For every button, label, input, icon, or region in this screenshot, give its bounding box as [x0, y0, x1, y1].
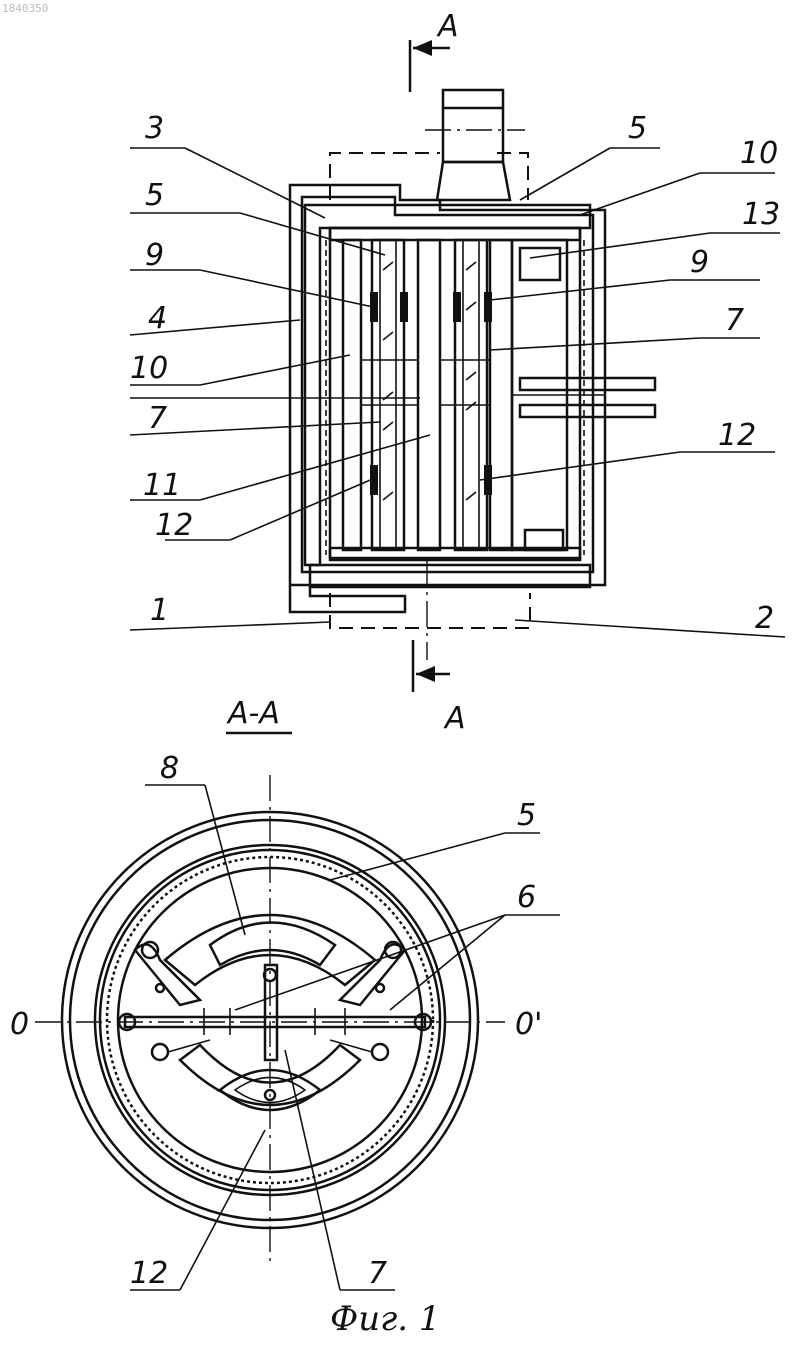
section-mark-top: A — [436, 9, 459, 44]
label-7-section: 7 — [368, 1256, 387, 1291]
label-9-right: 9 — [690, 245, 709, 280]
shaft-cap — [443, 90, 503, 108]
bottom-plate — [310, 565, 590, 587]
central-plate — [418, 240, 440, 550]
label-6: 6 — [517, 880, 536, 915]
label-9-left: 9 — [145, 238, 164, 273]
section-title: A-A — [226, 696, 280, 731]
dashed-outline-top — [330, 153, 528, 200]
hatched-electrode — [210, 923, 335, 966]
label-2: 2 — [755, 601, 774, 636]
side-section-view: A — [130, 9, 785, 736]
arrow-icon — [416, 666, 435, 682]
section-mark-bottom: A — [443, 701, 466, 736]
dashed-outline-bottom — [330, 593, 530, 628]
section-a-a-view: A-A — [10, 696, 560, 1339]
outer-housing — [290, 185, 605, 585]
document-id: 1840350 — [2, 2, 48, 15]
label-5-section: 5 — [517, 798, 536, 833]
label-7-right: 7 — [725, 303, 744, 338]
plate-left — [343, 240, 361, 550]
label-12-section: 12 — [130, 1256, 168, 1291]
label-3: 3 — [145, 111, 164, 146]
label-12-right: 12 — [718, 418, 756, 453]
label-13: 13 — [742, 197, 780, 232]
label-4: 4 — [148, 301, 167, 336]
terminal-top — [520, 378, 655, 390]
figure-caption: Фиг. 1 — [330, 1299, 441, 1339]
shaft-base — [437, 162, 510, 200]
label-0-prime: 0' — [515, 1007, 542, 1042]
arrow-icon — [413, 40, 432, 56]
label-7-left: 7 — [148, 401, 167, 436]
housing-foot — [290, 585, 405, 612]
label-11: 11 — [143, 468, 181, 503]
label-0: 0 — [10, 1007, 29, 1042]
label-10-right: 10 — [740, 136, 778, 171]
label-8: 8 — [160, 751, 179, 786]
inner-cover — [305, 205, 590, 565]
terminal-bottom — [520, 405, 655, 417]
label-5-right: 5 — [628, 111, 647, 146]
element-column-right — [455, 240, 487, 550]
plate-right — [490, 240, 512, 550]
label-5-left: 5 — [145, 178, 164, 213]
label-12-left: 12 — [155, 508, 193, 543]
label-1: 1 — [150, 593, 169, 628]
label-10-left: 10 — [130, 351, 168, 386]
